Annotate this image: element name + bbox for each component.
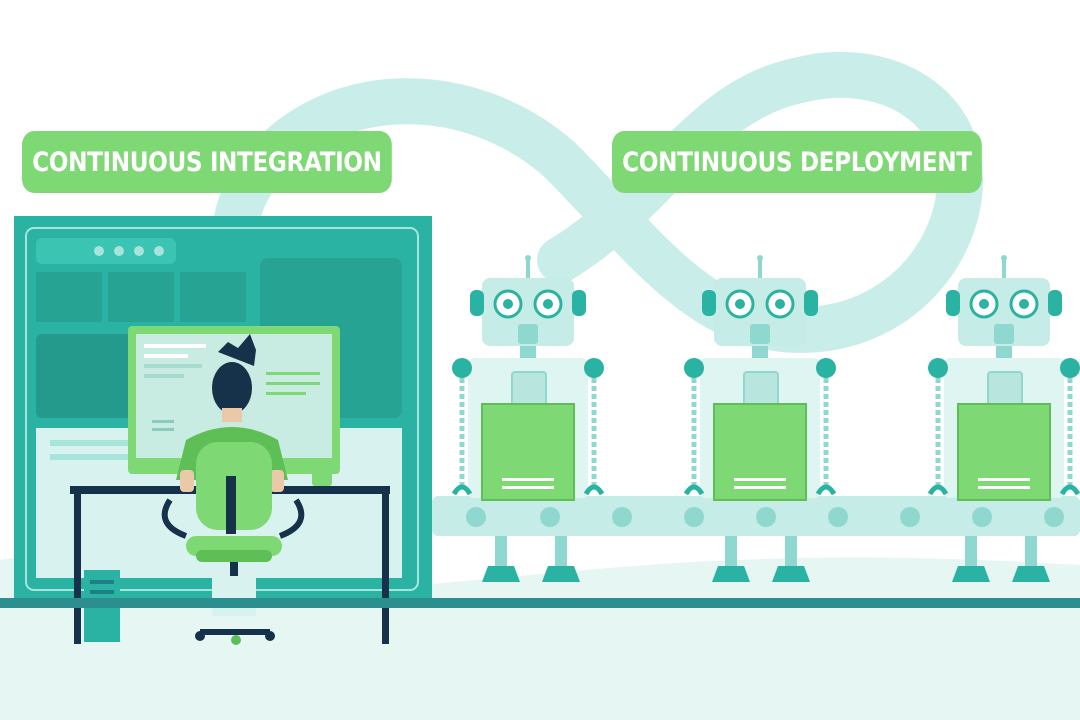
robot-3 (928, 255, 1080, 500)
continuous-integration-label: CONTINUOUS INTEGRATION (22, 131, 392, 193)
conveyor-belt (432, 496, 1080, 582)
robot-1 (452, 255, 604, 500)
robot-2 (684, 255, 836, 500)
floor-line (0, 598, 1080, 608)
office-chair (161, 442, 305, 645)
continuous-deployment-label: CONTINUOUS DEPLOYMENT (612, 131, 982, 193)
